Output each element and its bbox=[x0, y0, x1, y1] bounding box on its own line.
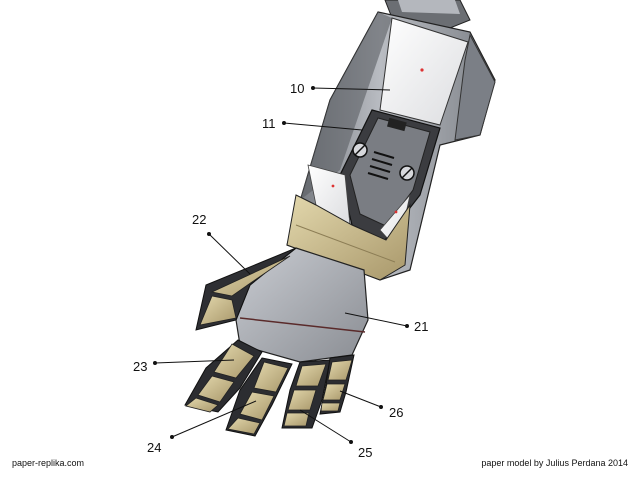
callout-21: 21 bbox=[344, 312, 428, 334]
callout-24: 24 bbox=[147, 400, 257, 455]
callout-label: 10 bbox=[290, 81, 304, 96]
part-25-finger bbox=[281, 359, 331, 429]
part-24-finger bbox=[225, 357, 293, 437]
leader-dot bbox=[405, 324, 409, 328]
part-26-finger bbox=[319, 354, 355, 415]
callout-26: 26 bbox=[339, 390, 403, 420]
site-credit: paper-replika.com bbox=[12, 458, 85, 468]
callout-22: 22 bbox=[192, 212, 251, 275]
leader-dot bbox=[349, 440, 353, 444]
callout-label: 25 bbox=[358, 445, 372, 460]
callout-label: 24 bbox=[147, 440, 161, 455]
leader-dot bbox=[207, 232, 211, 236]
callout-label: 23 bbox=[133, 359, 147, 374]
leader-dot bbox=[170, 435, 174, 439]
callout-23: 23 bbox=[133, 359, 235, 374]
callout-10: 10 bbox=[290, 81, 391, 96]
leader-dot bbox=[282, 121, 286, 125]
leader-dot bbox=[379, 405, 383, 409]
callout-25: 25 bbox=[299, 409, 372, 460]
callout-label: 11 bbox=[262, 116, 276, 131]
leader-dot bbox=[153, 361, 157, 365]
callout-label: 21 bbox=[414, 319, 428, 334]
callout-11: 11 bbox=[262, 116, 363, 131]
callout-label: 26 bbox=[389, 405, 403, 420]
part-10-panel bbox=[379, 17, 469, 126]
callout-label: 22 bbox=[192, 212, 206, 227]
part-22-thumb bbox=[195, 247, 297, 331]
author-credit: paper model by Julius Perdana 2014 bbox=[481, 458, 628, 468]
leader-dot bbox=[311, 86, 315, 90]
part-23-finger bbox=[184, 339, 263, 413]
